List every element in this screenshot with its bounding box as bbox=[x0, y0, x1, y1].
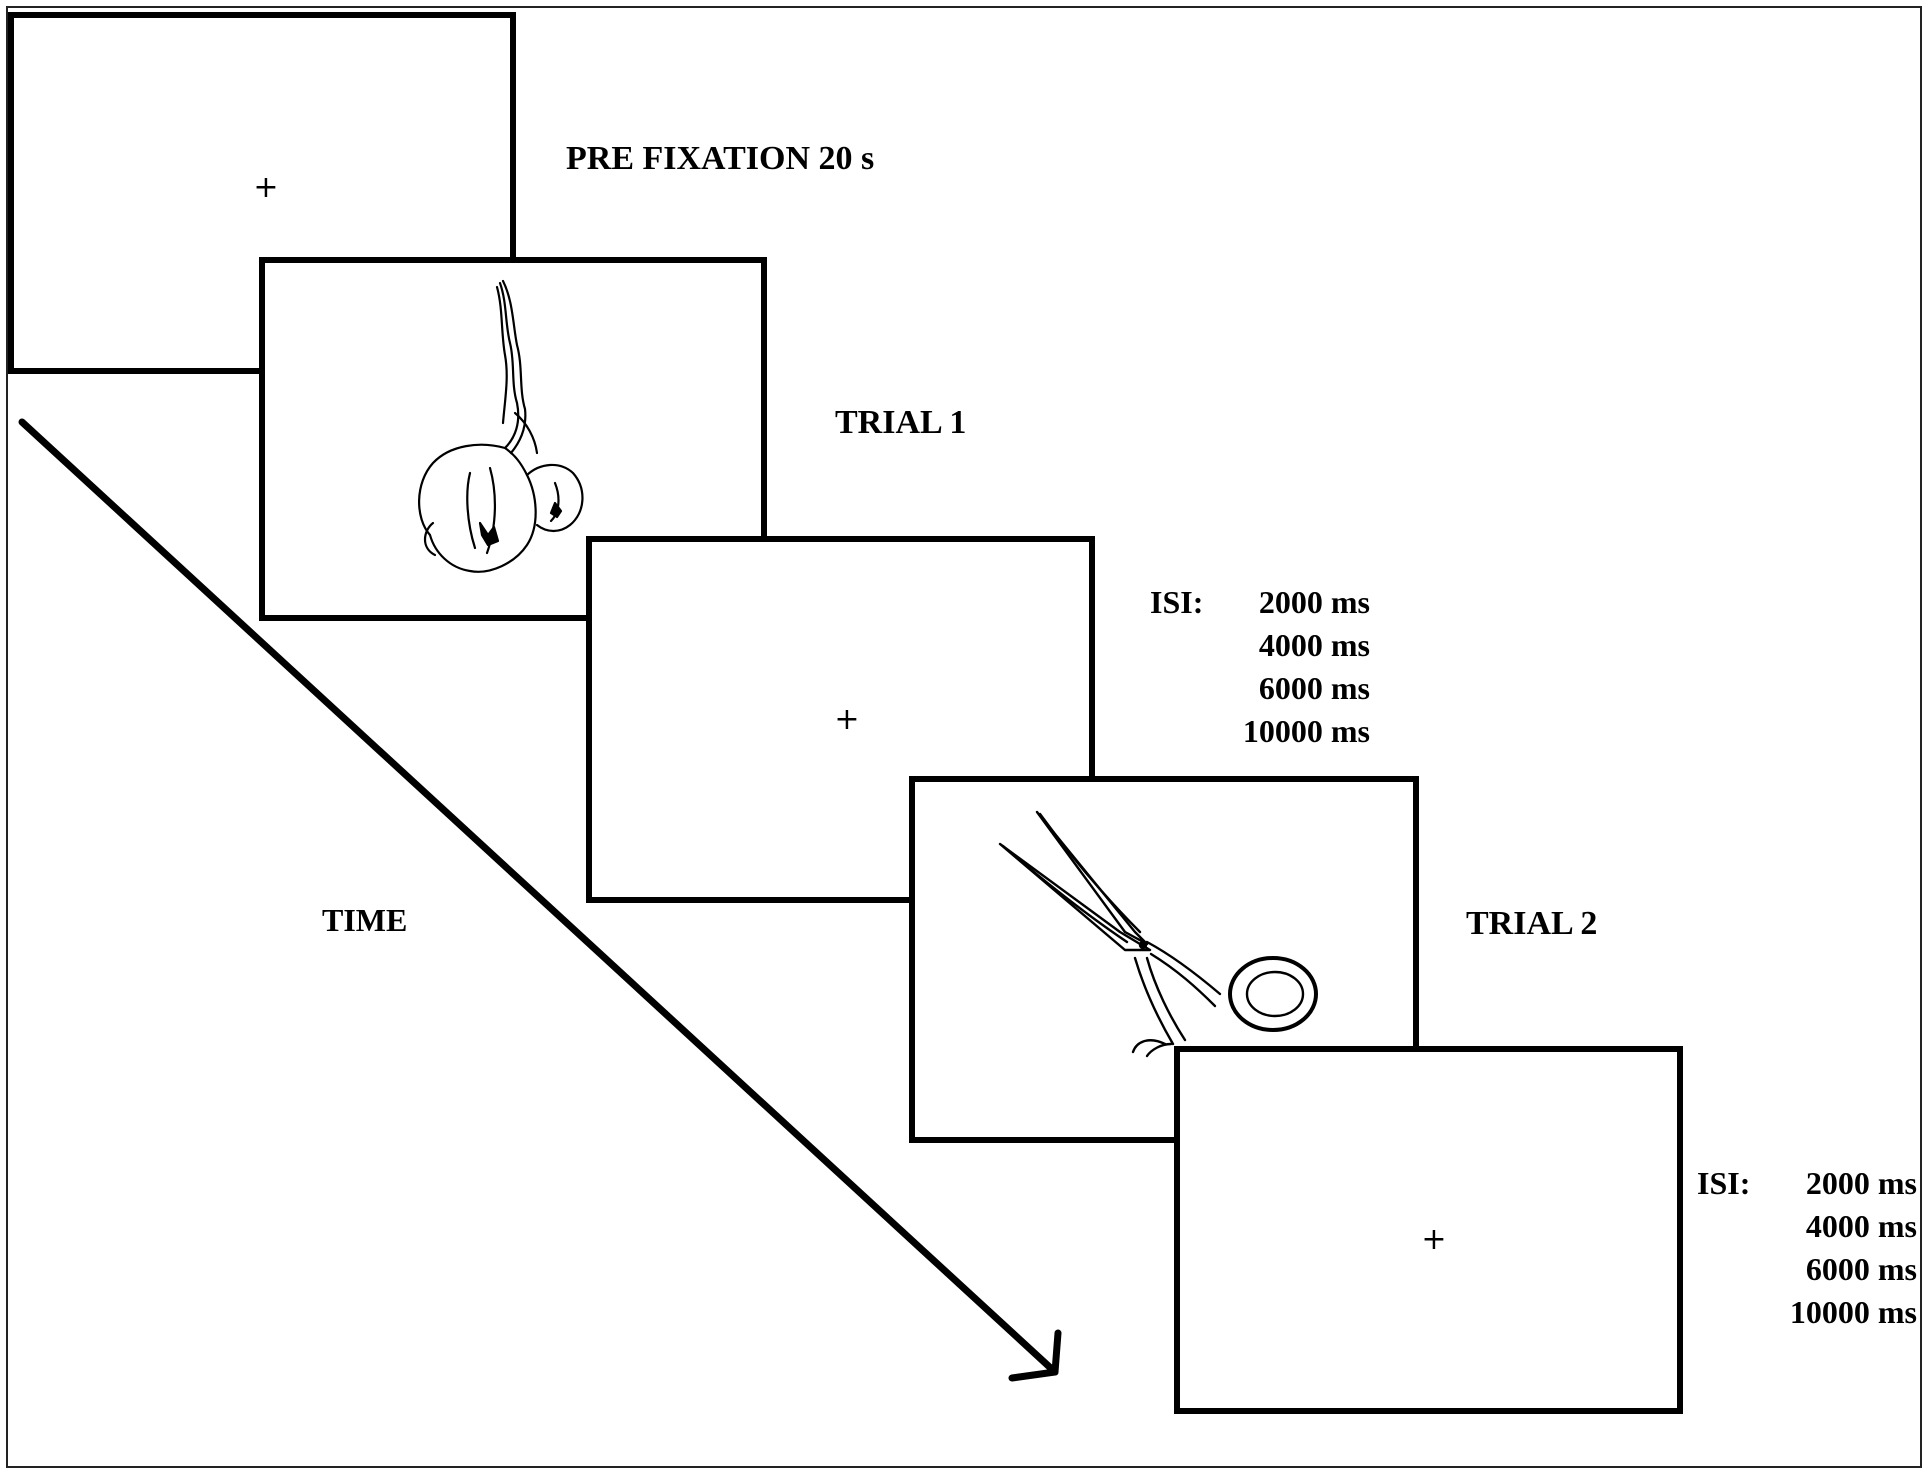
pre-fixation-label: PRE FIXATION 20 s bbox=[566, 140, 875, 177]
scissors-icon bbox=[998, 810, 1318, 1058]
isi-1-screen: + bbox=[586, 536, 1095, 903]
fixation-cross: + bbox=[834, 702, 860, 737]
trial-1-label: TRIAL 1 bbox=[835, 404, 967, 441]
isi-prefix: ISI: bbox=[1150, 584, 1204, 620]
fixation-cross: + bbox=[253, 170, 279, 205]
isi-value: 6000 ms bbox=[1805, 1251, 1917, 1287]
trial-2-label: TRIAL 2 bbox=[1466, 905, 1598, 942]
isi-value: 10000 ms bbox=[1789, 1294, 1917, 1330]
isi-value: 10000 ms bbox=[1242, 713, 1370, 749]
fixation-cross: + bbox=[1421, 1222, 1447, 1257]
isi-2-screen: + bbox=[1174, 1046, 1683, 1414]
garlic-icon bbox=[418, 279, 584, 573]
isi-2-durations: ISI: 2000 ms 4000 ms 6000 ms 10000 ms bbox=[1697, 1162, 1917, 1334]
isi-1-durations: ISI: 2000 ms 4000 ms 6000 ms 10000 ms bbox=[1150, 581, 1370, 753]
isi-prefix: ISI: bbox=[1697, 1165, 1751, 1201]
isi-value: 4000 ms bbox=[1258, 627, 1370, 663]
isi-value: 6000 ms bbox=[1258, 670, 1370, 706]
time-label: TIME bbox=[322, 902, 408, 938]
isi-value: 4000 ms bbox=[1805, 1208, 1917, 1244]
isi-value: 2000 ms bbox=[1805, 1165, 1917, 1201]
figure-frame bbox=[6, 6, 1922, 1468]
isi-value: 2000 ms bbox=[1258, 584, 1370, 620]
